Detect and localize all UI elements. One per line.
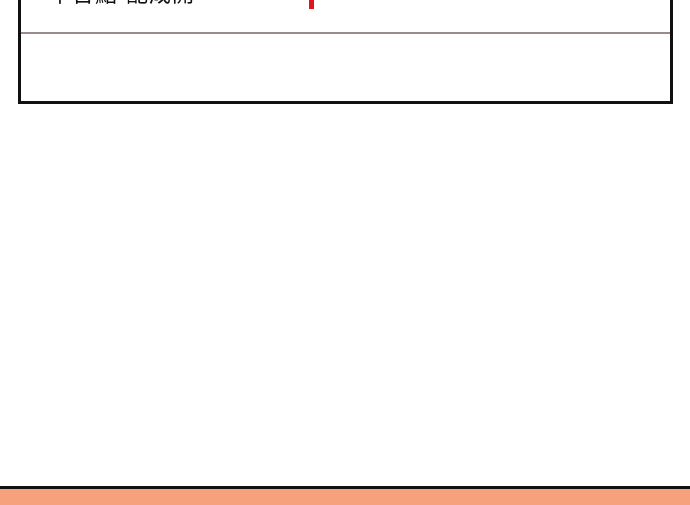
- text-input-row[interactable]: 平台點 配成開: [21, 0, 670, 32]
- text-caret: [309, 0, 314, 9]
- empty-input-row[interactable]: [21, 34, 670, 101]
- row-divider: [21, 32, 670, 34]
- input-panel: 平台點 配成開: [18, 0, 673, 104]
- cut-off-text: 平台點 配成開: [49, 0, 195, 9]
- bottom-bar: [0, 486, 690, 505]
